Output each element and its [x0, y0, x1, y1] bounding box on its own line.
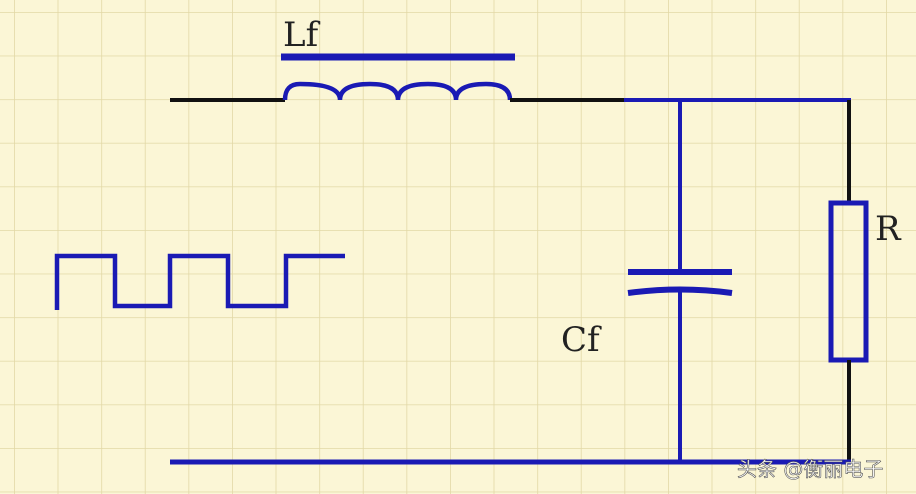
capacitor-plate-bottom: [627, 286, 733, 296]
capacitor-label: Cf: [561, 320, 602, 360]
resistor-label: R: [875, 209, 902, 249]
inductor-label: Lf: [283, 15, 321, 55]
inductor-coil: [282, 81, 513, 101]
watermark: 头条 @衡丽电子: [737, 457, 883, 481]
square-wave-signal: [54, 253, 345, 310]
